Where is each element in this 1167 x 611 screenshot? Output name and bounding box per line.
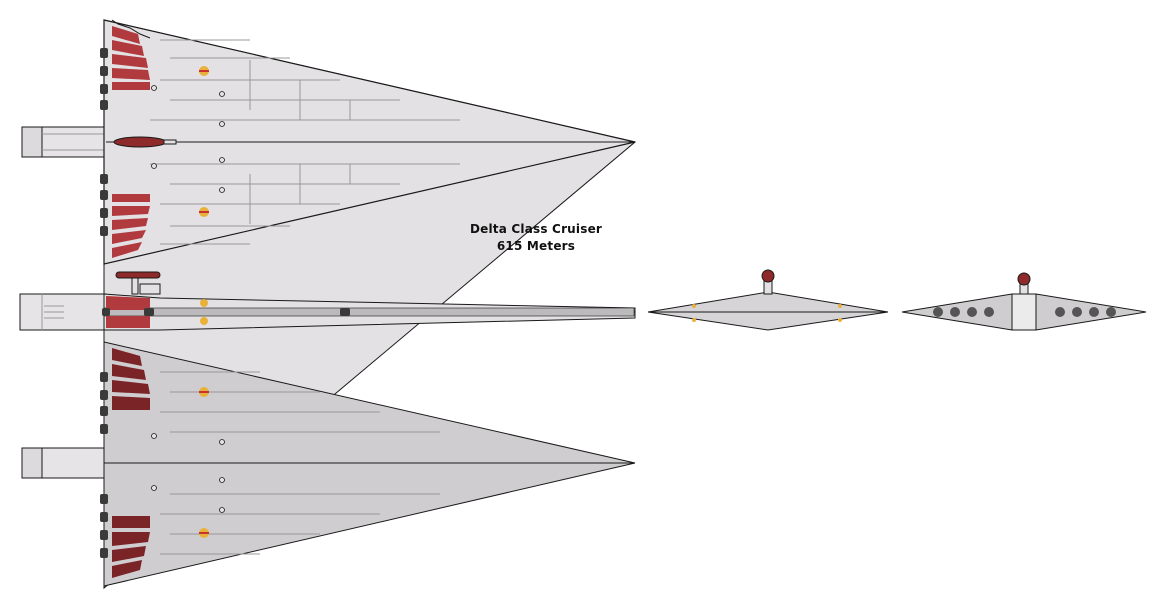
emblem-icon — [199, 66, 209, 217]
ship-side-view-icon — [19, 271, 636, 331]
ship-bottom-view-icon — [21, 341, 636, 587]
ship-rear-view-icon — [901, 272, 1147, 331]
ship-class-label: Delta Class Cruiser — [469, 222, 603, 236]
ship-length-label: 615 Meters — [496, 239, 576, 253]
ship-front-view-icon — [647, 269, 889, 331]
bridge-icon — [113, 136, 177, 148]
